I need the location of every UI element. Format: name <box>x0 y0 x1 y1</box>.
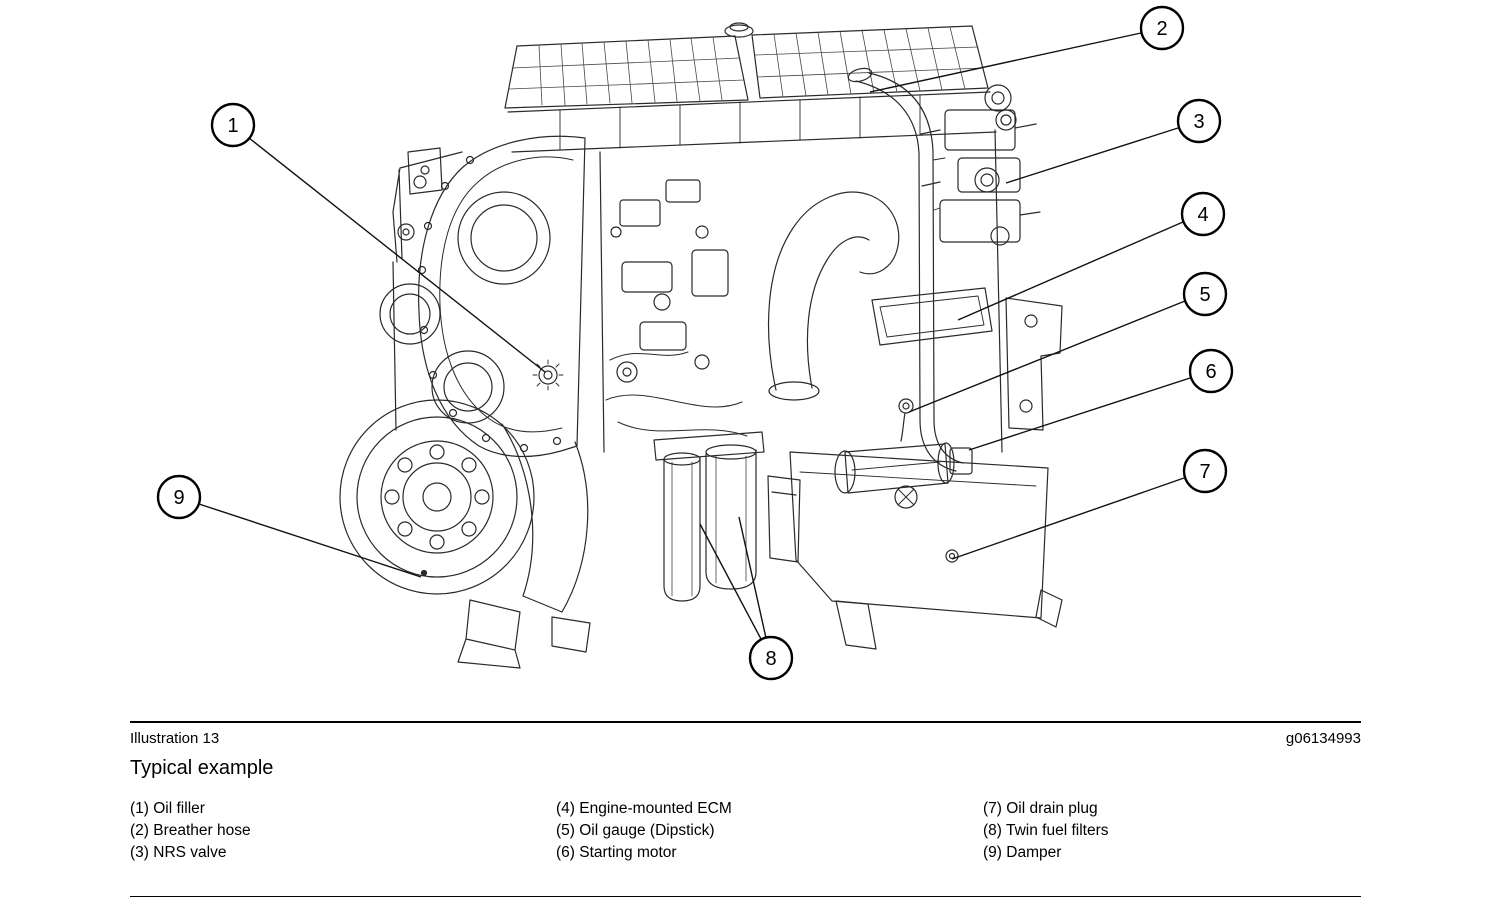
leader-line-3 <box>1005 127 1179 184</box>
figure-code: g06134993 <box>1285 730 1361 747</box>
legend-item-6: (6) Starting motor <box>556 844 677 861</box>
callout-1-number: 1 <box>227 115 238 137</box>
legend: (1) Oil filler (2) Breather hose (3) NRS… <box>130 798 1362 864</box>
leader-line-6 <box>968 377 1191 451</box>
callout-7-number: 7 <box>1199 461 1210 483</box>
leader-line-5 <box>908 300 1186 413</box>
legend-item-7: (7) Oil drain plug <box>983 800 1098 817</box>
callout-8: 8 <box>748 635 794 681</box>
callout-5: 5 <box>1182 271 1228 317</box>
leader-line-8b <box>738 516 767 639</box>
leader-line-7 <box>951 477 1185 560</box>
callout-4: 4 <box>1180 191 1226 237</box>
legend-column-1: (1) Oil filler (2) Breather hose (3) NRS… <box>130 798 556 864</box>
legend-item-1: (1) Oil filler <box>130 800 205 817</box>
callout-leader-lines <box>198 32 1191 640</box>
engine-diagram: 1 2 3 4 5 6 7 8 9 <box>156 5 1234 681</box>
starting-motor-drawing <box>834 442 973 494</box>
illustration-label: Illustration 13 <box>130 730 220 747</box>
leader-line-4 <box>957 221 1184 321</box>
caption-title: Typical example <box>130 757 274 779</box>
legend-item-8: (8) Twin fuel filters <box>983 822 1109 839</box>
intake-elbow-drawing <box>767 191 900 401</box>
callout-2-number: 2 <box>1156 18 1167 40</box>
legend-item-9: (9) Damper <box>983 844 1062 861</box>
caption-row: Illustration 13 g06134993 <box>130 729 1361 749</box>
callout-2: 2 <box>1139 5 1185 51</box>
valve-covers-drawing <box>504 22 997 153</box>
leader-line-1 <box>248 137 546 373</box>
leader-line-9 <box>198 503 422 578</box>
callout-4-number: 4 <box>1197 204 1208 226</box>
mount-bracket-drawing <box>1005 297 1063 431</box>
callout-9: 9 <box>156 474 202 520</box>
nrs-valve-cluster-drawing <box>920 84 1041 246</box>
callout-3: 3 <box>1176 98 1222 144</box>
legend-item-3: (3) NRS valve <box>130 844 227 861</box>
flywheel-housing-drawing <box>457 423 591 669</box>
legend-item-4: (4) Engine-mounted ECM <box>556 800 732 817</box>
page-bottom-rule <box>130 896 1361 897</box>
divider-line <box>130 721 1361 723</box>
callout-1: 1 <box>210 102 256 148</box>
legend-item-5: (5) Oil gauge (Dipstick) <box>556 822 715 839</box>
legend-column-2: (4) Engine-mounted ECM (5) Oil gauge (Di… <box>556 798 983 864</box>
callout-3-number: 3 <box>1193 111 1204 133</box>
callout-6-number: 6 <box>1205 361 1216 383</box>
ecm-drawing <box>871 287 993 346</box>
front-gear-housing-drawing <box>379 135 586 458</box>
leader-line-8a <box>699 523 762 640</box>
leader-line-2 <box>869 32 1142 93</box>
callout-9-number: 9 <box>173 487 184 509</box>
oil-pan-drawing <box>767 451 1063 650</box>
engine-illustration <box>339 22 1063 669</box>
legend-column-3: (7) Oil drain plug (8) Twin fuel filters… <box>983 798 1362 864</box>
callout-5-number: 5 <box>1199 284 1210 306</box>
fuel-filters-drawing <box>653 431 765 602</box>
dipstick-drawing <box>898 398 914 442</box>
damper-drawing <box>339 399 535 595</box>
engine-block-details-drawing <box>599 129 1003 453</box>
callout-8-number: 8 <box>765 648 776 670</box>
legend-item-2: (2) Breather hose <box>130 822 251 839</box>
callout-7: 7 <box>1182 448 1228 494</box>
callout-6: 6 <box>1188 348 1234 394</box>
